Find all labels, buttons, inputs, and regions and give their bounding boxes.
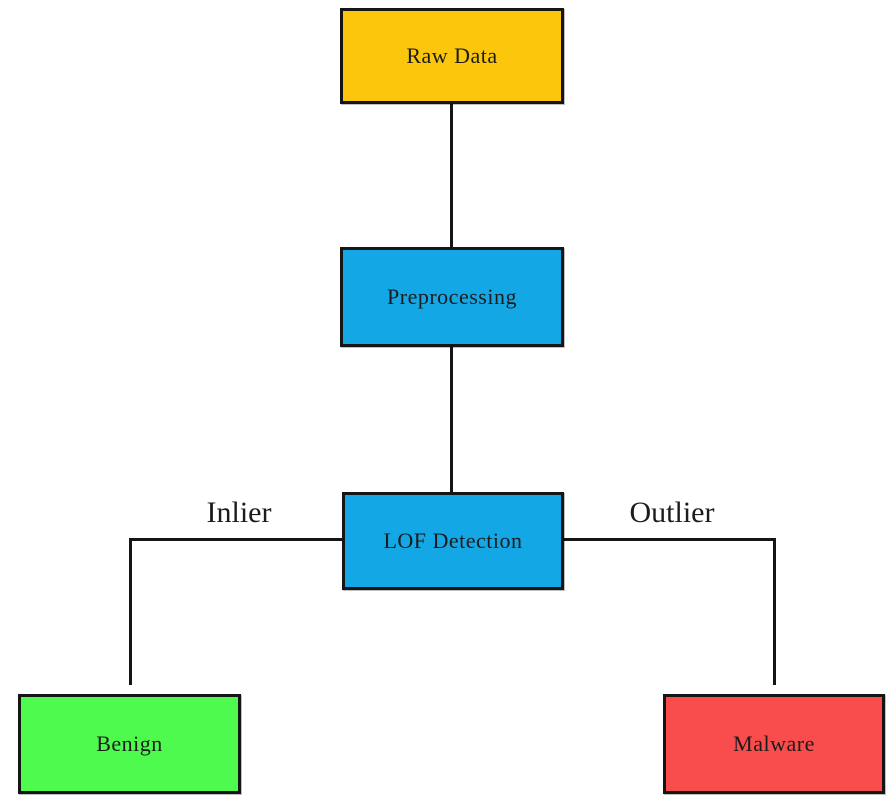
connector-preprocessing-to-lof (450, 346, 453, 493)
node-preprocessing-label: Preprocessing (387, 284, 517, 309)
node-raw-data-label: Raw Data (406, 43, 498, 68)
connector-rawdata-to-preprocessing (450, 103, 453, 248)
connector-lof-outlier-horizontal (562, 538, 776, 541)
node-raw-data: Raw Data (340, 8, 564, 104)
node-benign: Benign (18, 694, 241, 794)
edge-label-inlier: Inlier (206, 496, 272, 529)
node-malware: Malware (663, 694, 885, 794)
node-malware-label: Malware (733, 731, 815, 756)
node-lof-detection: LOF Detection (342, 492, 564, 590)
node-benign-label: Benign (96, 731, 163, 756)
node-preprocessing: Preprocessing (340, 247, 564, 347)
connector-outlier-to-malware-vertical (773, 538, 776, 685)
node-lof-detection-label: LOF Detection (383, 528, 523, 553)
connector-lof-inlier-horizontal (129, 538, 343, 541)
connector-inlier-to-benign-vertical (129, 538, 132, 685)
edge-label-outlier: Outlier (629, 496, 715, 529)
